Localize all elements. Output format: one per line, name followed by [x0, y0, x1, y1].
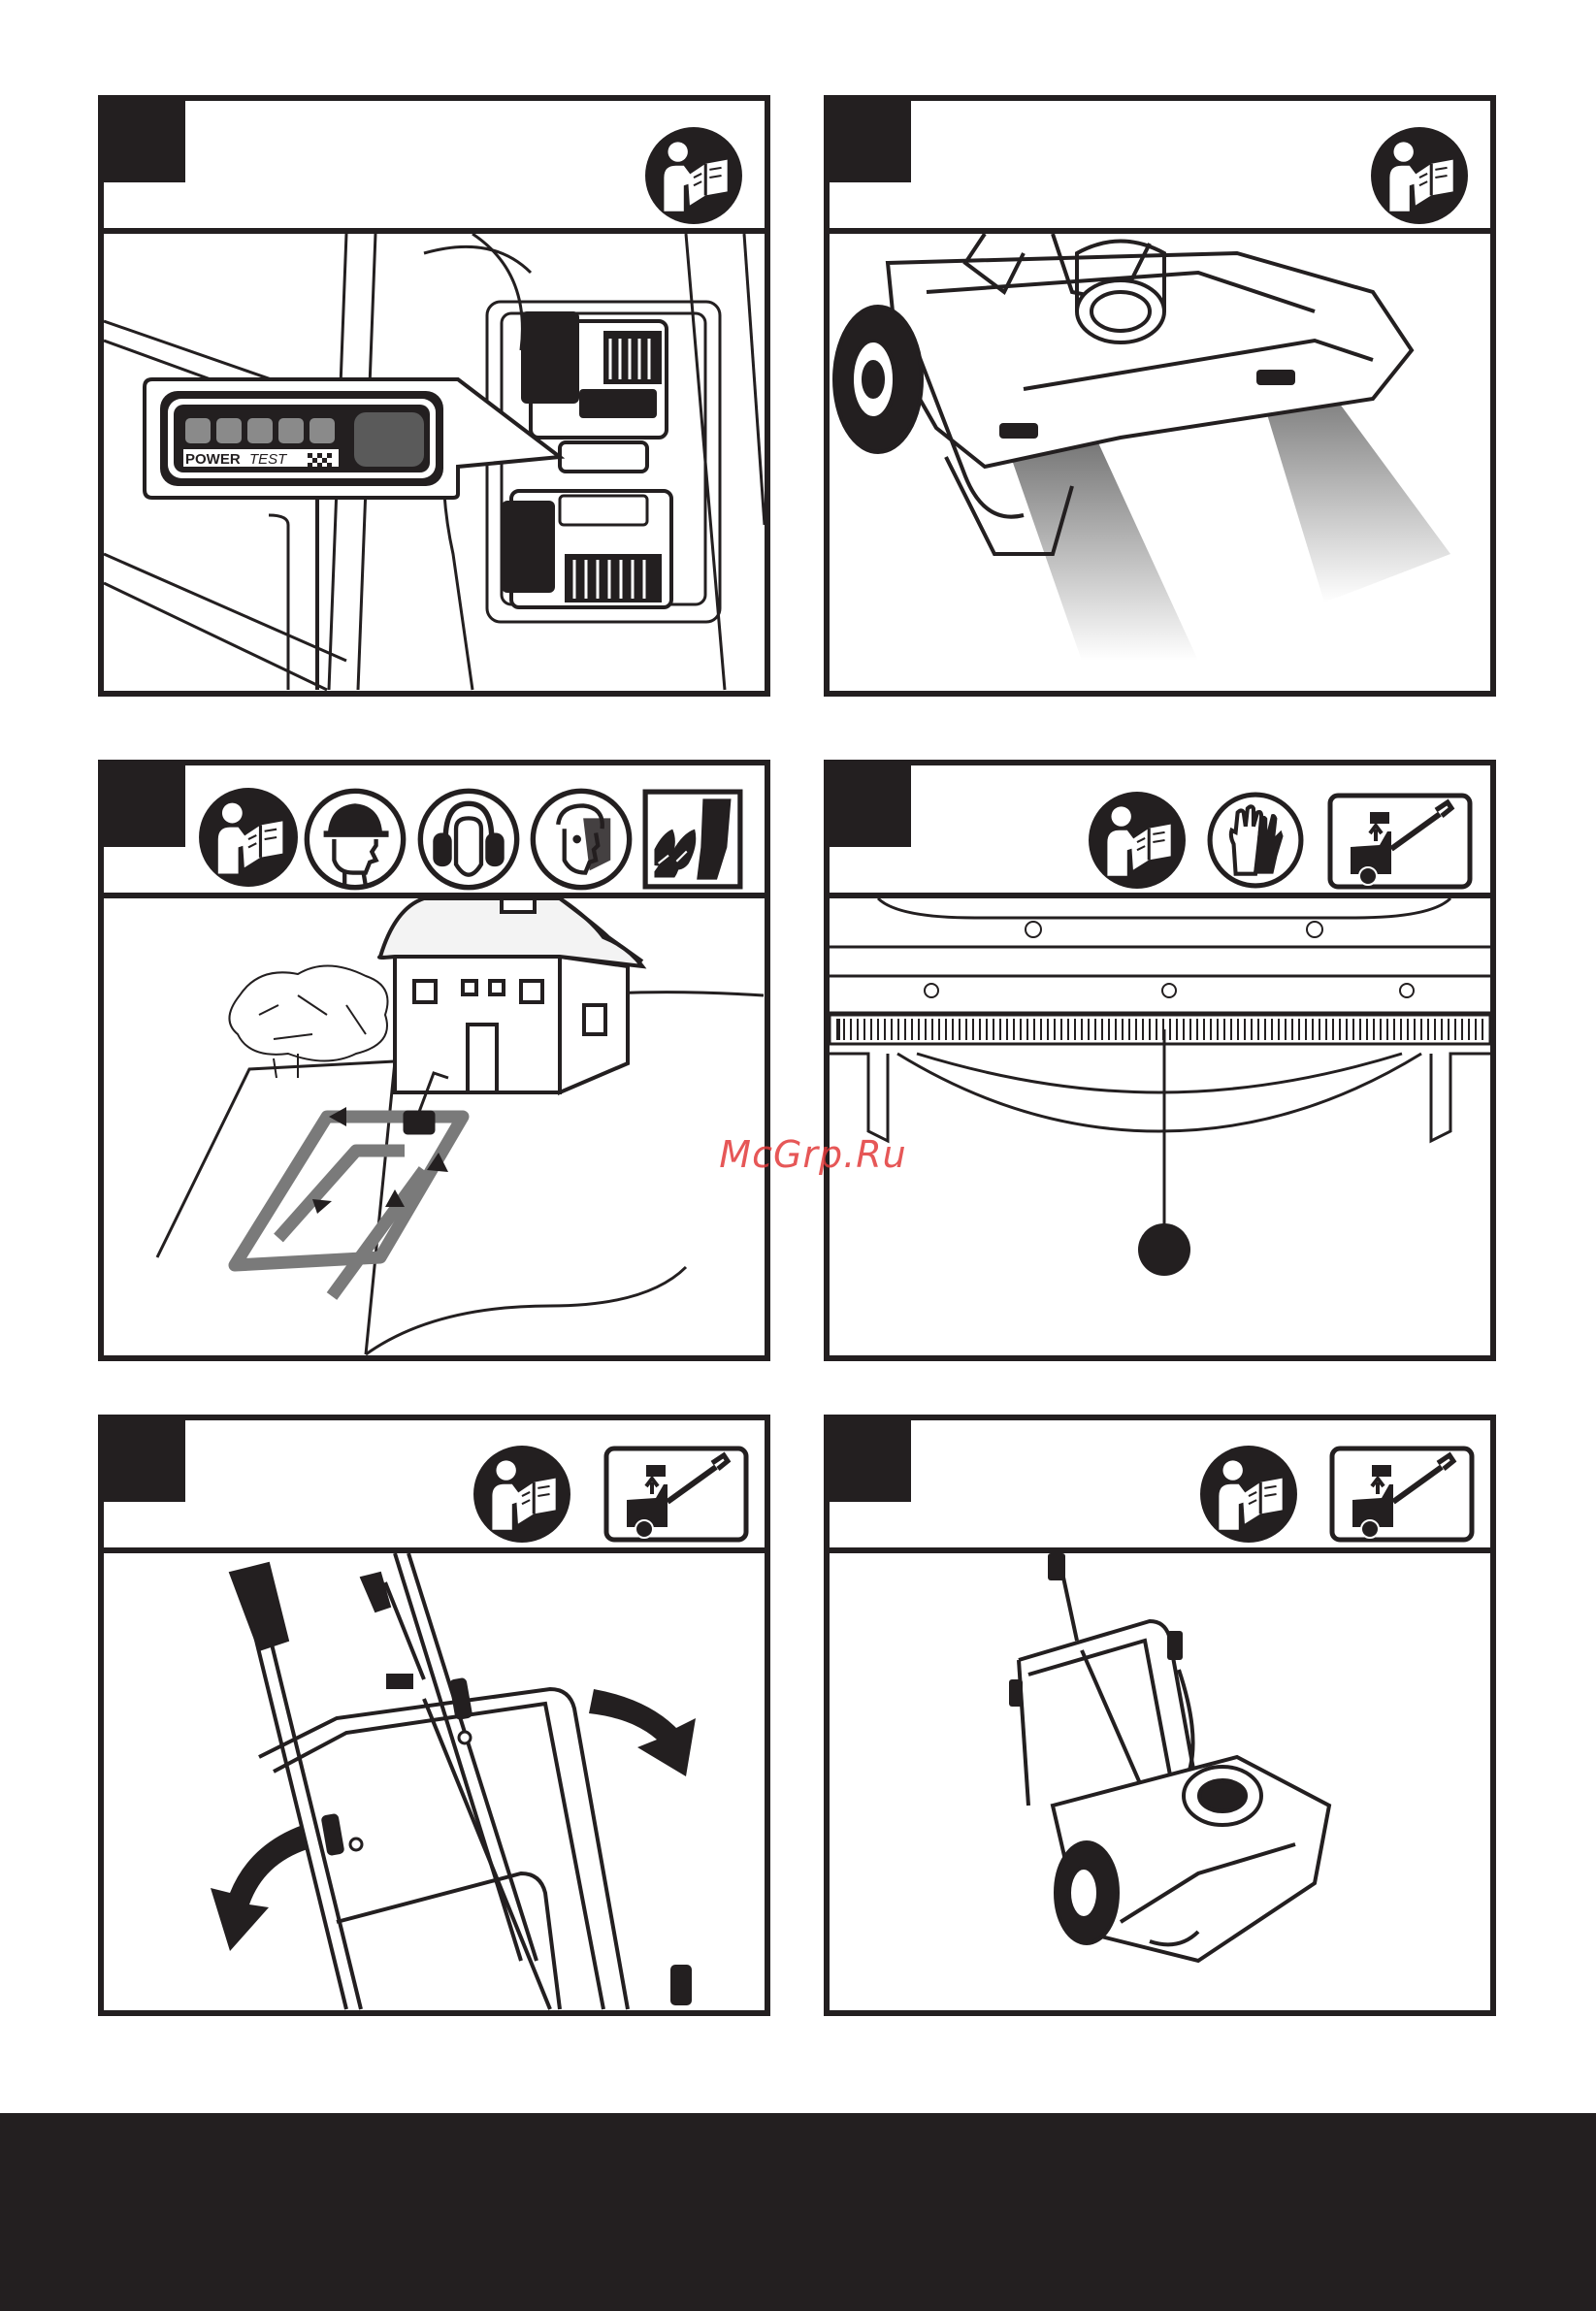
ear-protection-icon — [416, 787, 521, 892]
remove-battery-icon — [1327, 793, 1473, 890]
panel-header — [104, 101, 765, 234]
read-manual-icon — [1199, 1445, 1298, 1544]
power-test-label-bold: POWER — [185, 451, 241, 468]
panel-header — [830, 765, 1490, 898]
step-number-tab — [104, 101, 185, 182]
watermark: McGrp.Ru — [706, 1133, 920, 1176]
step-number-tab — [104, 1420, 185, 1502]
step-number-tab — [104, 765, 185, 847]
protective-footwear-icon — [642, 789, 743, 890]
power-test-label-light: TEST — [249, 451, 288, 468]
panel-header — [104, 765, 765, 898]
read-manual-icon — [1370, 126, 1469, 225]
panel-header — [104, 1420, 765, 1553]
step-number-tab — [830, 765, 911, 847]
read-manual-icon — [472, 1445, 571, 1544]
step-number-tab — [830, 1420, 911, 1502]
panel-fold-handle — [98, 1415, 770, 2016]
read-manual-icon — [198, 787, 299, 888]
read-manual-icon — [644, 126, 743, 225]
illustration-fold-handle — [104, 1553, 765, 2010]
panel-scraper-bar — [824, 760, 1496, 1361]
illustration-battery-check: POWER TEST — [104, 234, 765, 691]
panel-header — [830, 1420, 1490, 1553]
panel-header — [830, 101, 1490, 234]
illustration-scraper-bar — [830, 898, 1490, 1355]
panel-clearing-pattern — [98, 760, 770, 1361]
panel-folded-storage — [824, 1415, 1496, 2016]
gloves-icon — [1206, 791, 1305, 890]
illustration-clearing-pattern — [104, 898, 765, 1355]
footer-band — [0, 2113, 1596, 2311]
panel-battery-check: POWER TEST — [98, 95, 770, 697]
face-shield-icon — [529, 787, 634, 892]
panel-headlights — [824, 95, 1496, 697]
remove-battery-icon — [1329, 1445, 1475, 1544]
callout-marker — [1138, 1223, 1190, 1276]
step-number-tab — [830, 101, 911, 182]
safety-helmet-icon — [303, 787, 407, 892]
remove-battery-icon — [603, 1445, 749, 1544]
illustration-headlights — [830, 234, 1490, 691]
read-manual-icon — [1088, 791, 1187, 890]
illustration-folded-storage — [830, 1553, 1490, 2010]
